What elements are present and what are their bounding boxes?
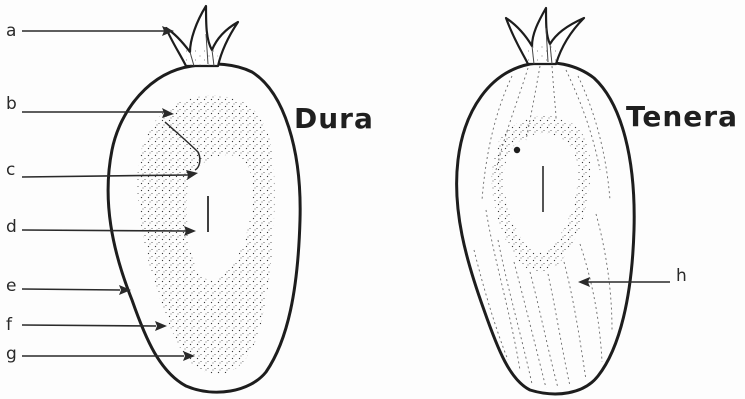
label-f: f (6, 315, 13, 335)
dura-calyx-base (186, 50, 218, 66)
label-b-group: b (6, 94, 174, 118)
tenera-fruit (457, 8, 635, 394)
arrow-f (22, 325, 156, 326)
tenera-shell-ring (492, 116, 590, 272)
label-d: d (6, 217, 17, 237)
arrow-d (22, 230, 186, 231)
label-b: b (6, 94, 17, 114)
tenera-calyx-base (528, 46, 556, 64)
tenera-outer-outline (457, 63, 635, 394)
dura-shell-stippled (137, 96, 274, 374)
label-g-group: g (6, 344, 195, 364)
tenera-embryo-dot (514, 147, 520, 153)
label-a: a (6, 21, 16, 41)
tenera-title: Tenera (626, 100, 738, 133)
label-h: h (676, 266, 687, 286)
label-e-group: e (6, 276, 131, 296)
label-e: e (6, 276, 16, 296)
label-c: c (6, 160, 15, 180)
label-g: g (6, 344, 17, 364)
arrow-f-head (155, 321, 167, 331)
arrow-e (22, 289, 120, 290)
dura-title: Dura (294, 102, 374, 135)
dura-fruit (108, 6, 300, 392)
label-a-group: a (6, 21, 174, 41)
